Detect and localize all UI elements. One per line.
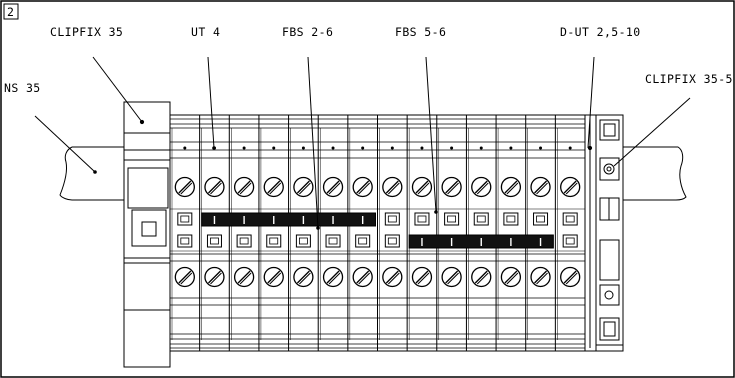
label-clipfix-35-5: CLIPFIX 35-5 <box>645 72 733 86</box>
label-ns-35: NS 35 <box>4 81 41 95</box>
leader-clipfix-left <box>92 56 143 123</box>
label-d-ut-2-5-10: D-UT 2,5-10 <box>560 25 641 39</box>
label-fbs-2-6: FBS 2-6 <box>282 25 333 39</box>
terminal-ut4 <box>554 115 585 351</box>
jumper-fbs-5-6 <box>408 234 554 249</box>
clipfix-right-end-clamp <box>595 114 624 352</box>
callout-leaders <box>34 56 691 229</box>
terminal-ut4 <box>377 115 408 351</box>
figure-number-box <box>3 3 19 20</box>
leader-ut4 <box>207 56 215 149</box>
terminal-ut4 <box>317 115 348 351</box>
jumper-fbs-2-6 <box>201 212 376 227</box>
leader-d-ut <box>587 56 595 149</box>
label-fbs-5-6: FBS 5-6 <box>395 25 446 39</box>
leader-fbs-2-6 <box>307 56 319 229</box>
label-ut-4: UT 4 <box>191 25 220 39</box>
figure-number: 2 <box>7 5 14 19</box>
terminal-ut4 <box>347 115 378 351</box>
leader-fbs-5-6 <box>425 56 437 213</box>
clipfix-left-end-clamp <box>123 101 171 368</box>
end-cover-d-ut <box>584 114 597 352</box>
terminal-block-group <box>169 114 586 352</box>
terminal-ut4 <box>169 115 200 351</box>
label-clipfix-35: CLIPFIX 35 <box>50 25 123 39</box>
leader-ns35 <box>34 115 96 173</box>
leader-clipfix-right <box>613 97 691 167</box>
